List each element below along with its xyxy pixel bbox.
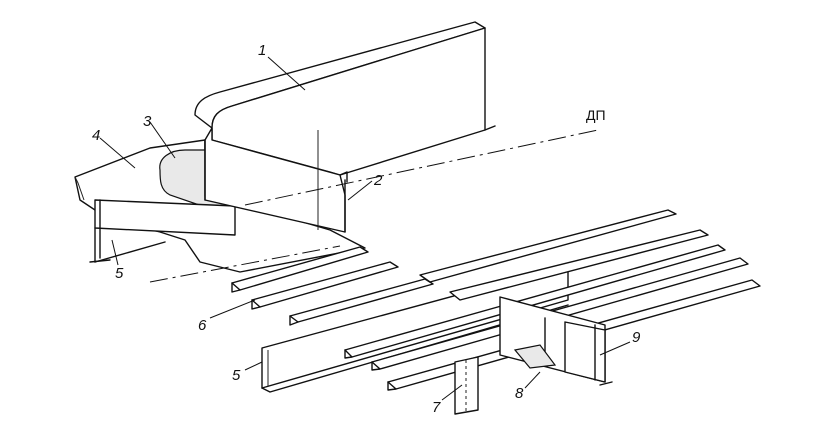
callout-labels: 1 3 4 2 5 6 5 7 8 9 ДП bbox=[92, 42, 641, 416]
centre-line bbox=[149, 129, 599, 283]
label-1: 1 bbox=[258, 42, 266, 59]
label-2: 2 bbox=[373, 172, 383, 189]
longitudinal-stiffeners bbox=[231, 246, 434, 326]
bracket-small bbox=[513, 344, 557, 369]
leader-lines bbox=[99, 56, 631, 401]
deck-beam-left bbox=[89, 199, 236, 263]
label-8: 8 bbox=[515, 385, 524, 402]
label-4: 4 bbox=[92, 127, 100, 144]
label-3: 3 bbox=[143, 113, 152, 130]
hatch-coaming bbox=[194, 21, 496, 233]
label-6: 6 bbox=[198, 317, 207, 334]
label-5-right: 5 bbox=[232, 367, 241, 384]
label-dp: ДП bbox=[586, 107, 606, 123]
label-5-left: 5 bbox=[115, 265, 124, 282]
label-9: 9 bbox=[632, 329, 641, 346]
label-7: 7 bbox=[432, 399, 441, 416]
pillar bbox=[454, 356, 479, 415]
